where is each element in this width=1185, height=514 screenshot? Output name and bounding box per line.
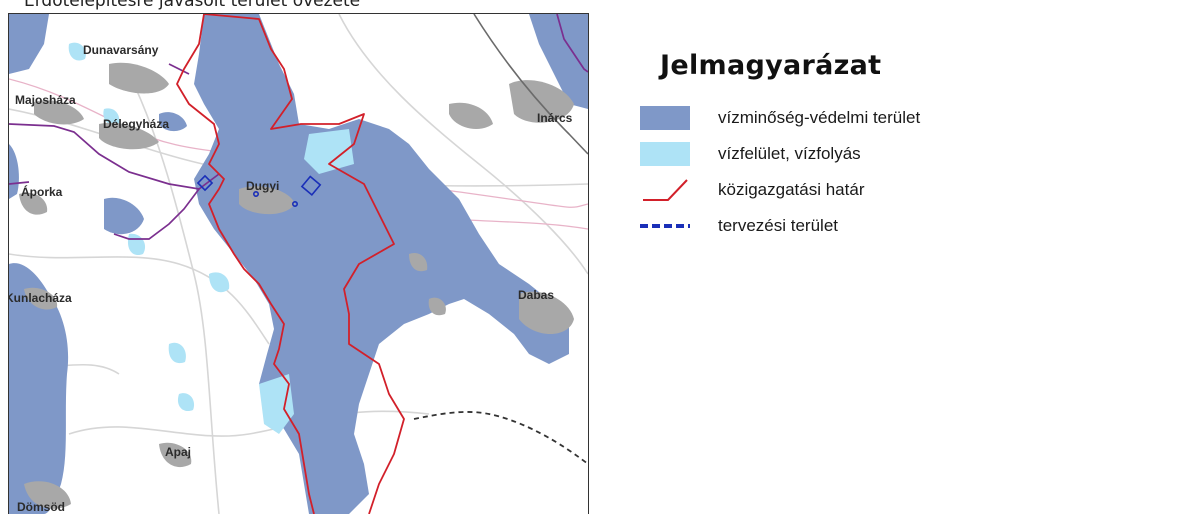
label-dabas: Dabas: [518, 288, 554, 302]
legend-item-admin-boundary: közigazgatási határ: [640, 175, 1160, 204]
label-delegyhaza: Délegyháza: [103, 117, 169, 131]
label-majoshaza: Majosháza: [15, 93, 76, 107]
legend-label-protection: vízminőség-védelmi terület: [718, 107, 921, 127]
legend-swatch-admin-boundary: [640, 177, 690, 203]
legend-swatch-planning-area: [640, 213, 690, 239]
legend-item-planning-area: tervezési terület: [640, 211, 1160, 240]
legend-swatch-protection: [640, 105, 690, 131]
municipal-boundaries: [9, 14, 588, 240]
road-network: [9, 14, 588, 514]
place-labels: Dunavarsány Majosháza Délegyháza Inárcs …: [9, 43, 573, 514]
legend-label-water: vízfelület, vízfolyás: [718, 143, 861, 163]
legend-item-water: vízfelület, vízfolyás: [640, 139, 1160, 168]
label-aporka: Áporka: [21, 184, 63, 199]
label-apaj: Apaj: [165, 445, 191, 459]
label-dunavarsany: Dunavarsány: [83, 43, 159, 57]
legend-panel: Jelmagyarázat vízminőség-védelmi terület…: [640, 50, 1160, 247]
map-panel[interactable]: Dunavarsány Majosháza Délegyháza Inárcs …: [8, 13, 589, 514]
map-canvas[interactable]: Dunavarsány Majosháza Délegyháza Inárcs …: [9, 14, 588, 514]
legend-label-planning-area: tervezési terület: [718, 215, 838, 235]
label-dugyi: Dugyi: [246, 179, 279, 193]
legend-title: Jelmagyarázat: [660, 50, 882, 81]
label-kunlachaza: Kunlacháza: [9, 291, 72, 305]
map-caption: Erdőtelepítésre javasolt terület övezete: [24, 0, 361, 11]
label-inarcs: Inárcs: [537, 111, 573, 125]
railway: [413, 14, 588, 465]
legend-swatch-water: [640, 141, 690, 167]
settlements: [19, 62, 574, 509]
planning-area-markers: [196, 174, 322, 208]
admin-boundary: [176, 14, 405, 514]
legend-label-admin-boundary: közigazgatási határ: [718, 179, 865, 199]
water-surfaces: [68, 42, 354, 434]
label-domsod: Dömsöd: [17, 500, 65, 514]
legend-item-protection-area: vízminőség-védelmi terület: [640, 103, 1160, 132]
